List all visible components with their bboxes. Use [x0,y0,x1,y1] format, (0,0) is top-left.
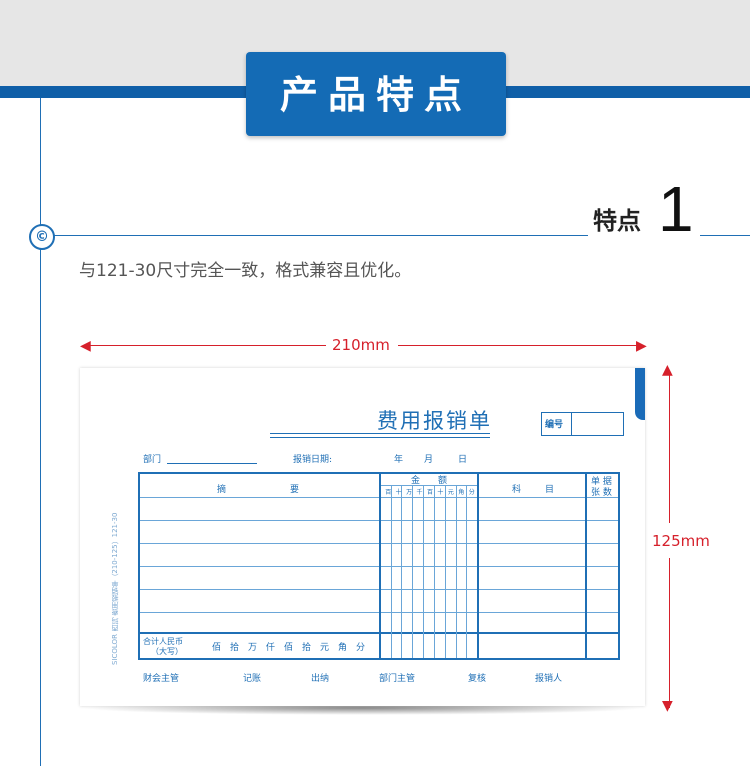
total-label-a: 合计人民币 [143,637,183,646]
feature-heading: 特点 [593,207,641,235]
receipt-form [80,368,645,706]
grid-digit-line [423,486,424,658]
arrow-down-icon: ▼ [662,698,673,714]
form-grid [138,472,620,660]
feature-number: 1 [658,173,694,245]
amount-unit: 十 [395,489,402,496]
arrow-up-icon: ▲ [662,362,673,378]
footer-item: 记账 [243,674,262,684]
arrow-left-icon: ◀ [80,338,91,354]
date-label: 报销日期: [293,455,333,465]
footer-item: 财会主管 [143,674,180,684]
height-line-bottom [669,558,670,708]
grid-digit-line [456,486,457,658]
grid-digit-line [466,486,467,658]
width-line-left [86,345,326,346]
grid-col-summary-end [379,474,381,658]
col-subject-b: 目 [545,485,555,495]
width-line-right [398,345,638,346]
amount-unit: 十 [437,489,444,496]
amount-unit: 分 [468,489,475,496]
year-label: 年 [394,455,404,465]
day-label: 日 [458,455,468,465]
grid-col-subject-end [585,474,587,658]
serial-label: 编号 [545,420,564,430]
footer-item: 报销人 [535,674,563,684]
title-tab [246,52,506,136]
amount-unit: 角 [458,489,465,496]
feature-rule [52,235,588,236]
side-code: SICOLOR 西玛 费用报销单（210-125）121-30 [111,512,119,665]
form-corner-tab [635,368,645,420]
grid-amount-split [381,485,477,486]
col-summary-b: 要 [290,485,300,495]
grid-digit-line [445,486,446,658]
amount-unit: 万 [406,489,413,496]
dept-label: 部门 [143,455,162,465]
serial-separator [571,412,572,436]
form-title-underline [270,433,490,438]
left-vertical-rule [40,98,41,766]
page-title: 产品特点 [279,73,472,117]
col-docs-a: 单 据 [591,477,612,487]
amount-unit: 百 [426,489,433,496]
footer-item: 部门主管 [379,674,416,684]
amount-unit: 千 [416,489,423,496]
total-units: 佰 拾 万 仟 佰 拾 元 角 分 [212,643,366,653]
col-amount: 金 额 [411,476,448,486]
grid-digit-line [434,486,435,658]
grid-digit-line [391,486,392,658]
form-title: 费用报销单 [377,409,492,433]
amount-unit: 元 [447,489,454,496]
width-label: 210mm [332,336,390,354]
grid-digit-line [401,486,402,658]
total-label-b: （大写） [151,647,183,656]
month-label: 月 [424,455,434,465]
col-docs-b: 张 数 [591,488,612,498]
height-label: 125mm [652,532,710,550]
amount-unit: 百 [385,489,392,496]
feature-description: 与121-30尺寸完全一致，格式兼容且优化。 [79,261,412,281]
feature-rule-right [700,235,750,236]
arrow-right-icon: ▶ [636,338,647,354]
footer-signatures: 财会主管 记账 出纳 部门主管 复核 报销人 [143,671,613,685]
grid-digit-line [412,486,413,658]
serial-box [541,412,624,436]
grid-col-amount-end [477,474,479,658]
footer-item: 出纳 [311,674,330,684]
col-subject-a: 科 [512,485,522,495]
dept-line [167,463,257,464]
amount-units: 百 十 万 千 百 十 元 角 分 [383,487,477,496]
footer-item: 复核 [468,674,487,684]
copyright-icon: © [29,224,55,250]
col-summary-a: 摘 [217,485,227,495]
height-line-top [669,375,670,523]
